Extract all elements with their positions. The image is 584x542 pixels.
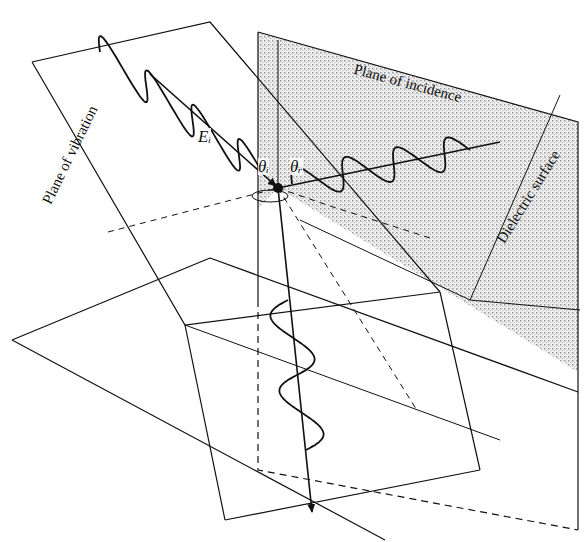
angle-symbol: θᵢ	[258, 158, 269, 175]
wave-curve	[270, 300, 323, 450]
projection-line	[278, 188, 430, 238]
wave-group	[99, 36, 470, 450]
wave-curve	[291, 137, 470, 191]
vibration-plane-lower	[185, 292, 480, 520]
projection-line	[108, 188, 418, 412]
angle-symbol: θᵣ	[290, 158, 303, 175]
incidence-point	[273, 183, 283, 193]
incidence-plane-edge	[258, 32, 578, 530]
reflected-plane-edge	[470, 300, 580, 310]
normal-line	[278, 40, 279, 188]
plane-label: Plane of vibration	[40, 103, 101, 206]
field-symbol: Eᵢ	[198, 128, 211, 145]
transmitted-ray	[278, 188, 312, 512]
surface-ellipse	[252, 190, 288, 202]
dielectric-surface-edge	[12, 258, 578, 540]
incidence-plane-hidden	[258, 300, 578, 530]
wave-curve	[99, 36, 262, 172]
incidence-shade	[258, 32, 578, 372]
incident-ray	[150, 74, 276, 186]
surface-line	[185, 325, 500, 440]
